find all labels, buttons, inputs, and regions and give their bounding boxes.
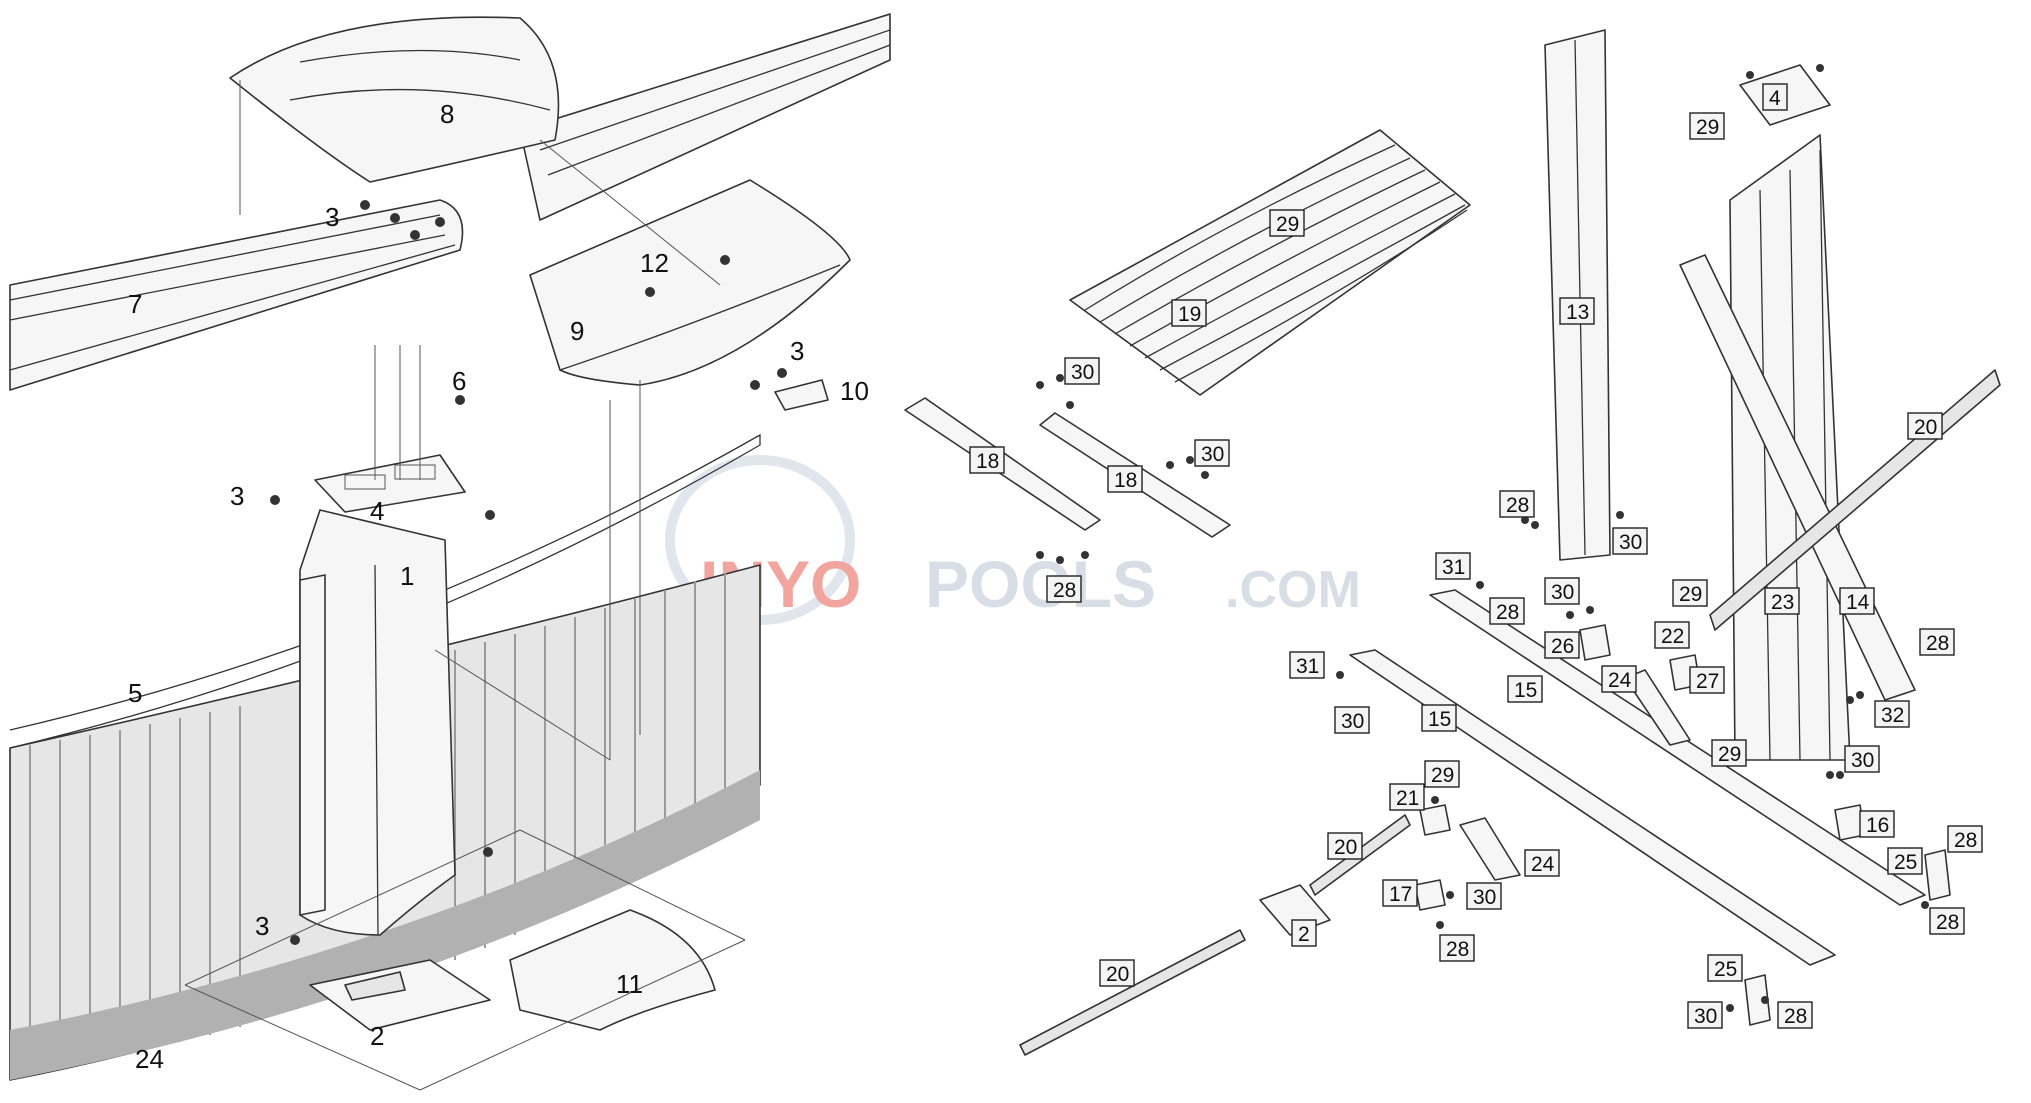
right-callouts: 13 4 29 19 29 30 30 18 18 28 28 30 20 23… — [969, 83, 1983, 1029]
label-washer: 6 — [452, 366, 466, 396]
bracket-21 — [1419, 804, 1451, 836]
bracket-25a — [1924, 849, 1951, 901]
label-28d: 28 — [1926, 632, 1949, 655]
label-screw-12: 12 — [640, 248, 669, 278]
label-30d: 30 — [1551, 581, 1574, 604]
label-20c: 20 — [1106, 963, 1129, 986]
top-rail-left — [9, 199, 464, 391]
label-30f: 30 — [1851, 749, 1874, 772]
label-16: 16 — [1866, 814, 1889, 837]
label-bottom-cap: 11 — [616, 969, 643, 999]
label-29e: 29 — [1431, 764, 1454, 787]
label-20a: 20 — [1914, 416, 1937, 439]
shield — [529, 179, 851, 386]
label-bottom-plate: 2 — [370, 1021, 384, 1051]
label-28b: 28 — [1506, 494, 1529, 517]
label-30c: 30 — [1619, 531, 1642, 554]
label-13: 13 — [1566, 301, 1589, 324]
upright-flange — [299, 574, 326, 916]
bottom-plate — [309, 959, 491, 1031]
bottom-cap — [509, 909, 716, 1031]
label-29d: 29 — [1718, 743, 1741, 766]
label-upright: 1 — [400, 561, 414, 591]
label-21: 21 — [1396, 787, 1419, 810]
label-29c: 29 — [1679, 583, 1702, 606]
label-30g: 30 — [1473, 886, 1496, 909]
label-2-right: 2 — [1298, 923, 1310, 946]
label-14: 14 — [1846, 591, 1870, 614]
label-31a: 31 — [1442, 556, 1465, 579]
label-shield: 9 — [570, 316, 584, 346]
left-callouts: 1 2 3 3 3 3 4 5 6 7 8 9 10 11 12 24 — [128, 99, 869, 1074]
label-30a: 30 — [1071, 361, 1094, 384]
top-plate — [314, 454, 466, 513]
corrugated-panel — [1069, 129, 1471, 396]
label-wall: 5 — [128, 678, 142, 708]
label-screw-shield: 3 — [790, 336, 804, 366]
top-rail-edge — [9, 433, 761, 749]
label-screw-top: 3 — [325, 202, 339, 232]
label-18b: 18 — [1114, 469, 1137, 492]
label-20b: 20 — [1334, 836, 1357, 859]
label-22: 22 — [1661, 625, 1684, 648]
label-28e: 28 — [1954, 829, 1977, 852]
wall-corrugation — [29, 573, 726, 1070]
label-23: 23 — [1771, 591, 1794, 614]
label-30b: 30 — [1201, 443, 1224, 466]
top-cap — [229, 16, 560, 183]
wall-lower-band — [10, 770, 760, 1080]
label-28g: 28 — [1936, 911, 1959, 934]
label-liner: 24 — [135, 1044, 164, 1074]
bracket — [774, 379, 829, 411]
label-top-plate: 4 — [370, 496, 384, 526]
right-screws — [1036, 64, 1929, 1012]
label-24b: 24 — [1531, 853, 1555, 876]
label-4-right: 4 — [1769, 87, 1781, 110]
top-rail-right — [519, 13, 891, 221]
bracket-25b — [1744, 974, 1771, 1026]
label-27: 27 — [1696, 670, 1719, 693]
left-exploded-view: 1 2 3 3 3 3 4 5 6 7 8 9 10 11 12 24 — [9, 13, 891, 1091]
label-screw-bottom: 3 — [255, 911, 269, 941]
label-26: 26 — [1551, 635, 1574, 658]
guide-lines — [184, 80, 746, 1091]
label-32: 32 — [1881, 704, 1904, 727]
bracket-24a — [1624, 669, 1691, 746]
label-15a: 15 — [1514, 679, 1537, 702]
watermark-suffix: .COM — [1225, 561, 1361, 619]
label-17: 17 — [1389, 883, 1412, 906]
label-25a: 25 — [1894, 851, 1917, 874]
label-31b: 31 — [1296, 655, 1319, 678]
watermark-brand-b: POOLS — [925, 547, 1156, 621]
screws — [270, 200, 787, 945]
label-top-rail: 7 — [128, 289, 142, 319]
bracket-17 — [1414, 879, 1446, 911]
label-25b: 25 — [1714, 958, 1737, 981]
label-28a: 28 — [1053, 579, 1076, 602]
rail-20-bottom — [1019, 929, 1246, 1056]
label-29b: 29 — [1276, 213, 1299, 236]
label-bracket: 10 — [840, 376, 869, 406]
label-28h: 28 — [1784, 1005, 1807, 1028]
bracket-24b — [1459, 817, 1521, 881]
upright-13 — [1544, 29, 1611, 561]
label-24a: 24 — [1608, 669, 1632, 692]
label-15b: 15 — [1428, 708, 1451, 731]
label-28c: 28 — [1496, 601, 1519, 624]
label-30h: 30 — [1694, 1005, 1717, 1028]
label-29a: 29 — [1696, 116, 1719, 139]
label-30e: 30 — [1341, 710, 1364, 733]
label-top-cap: 8 — [440, 99, 454, 129]
right-exploded-view: 13 4 29 19 29 30 30 18 18 28 28 30 20 23… — [904, 29, 2001, 1056]
label-19: 19 — [1178, 303, 1201, 326]
label-28f: 28 — [1446, 938, 1469, 961]
bracket-26 — [1579, 624, 1611, 661]
beam-15-upper — [1429, 589, 1926, 906]
beam-15-lower — [1349, 649, 1836, 966]
label-screw-plate: 3 — [230, 481, 244, 511]
label-18a: 18 — [976, 450, 999, 473]
